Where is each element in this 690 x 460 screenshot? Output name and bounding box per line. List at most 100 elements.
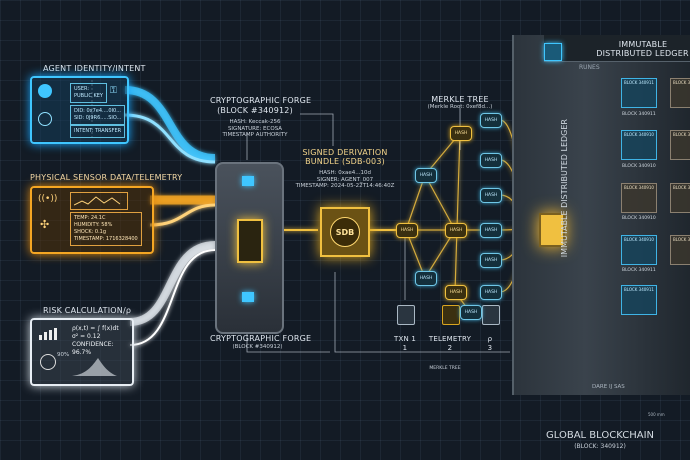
identity-stream xyxy=(124,86,216,162)
merkle-hash-node: HASH xyxy=(396,223,418,238)
risk-title: RISK CALCULATION/ρ xyxy=(43,306,132,315)
merkle-leaf-label: ρ xyxy=(487,335,493,343)
sid-value: SID: 0J9R6.....SIO... xyxy=(74,115,122,121)
merkle-hash-node: HASH xyxy=(415,168,437,183)
merkle-hash-node: HASH xyxy=(445,223,467,238)
ledger-block: BLOCK 340911 xyxy=(621,285,657,315)
variance-value: σ² = 0.12 xyxy=(72,333,101,340)
temp-value: TEMP: 24.1C xyxy=(74,215,106,221)
sdb-signer: SIGNER: AGENT_007 xyxy=(316,176,374,183)
merkle-title: MERKLE TREE xyxy=(431,95,489,104)
merkle-hash-node: HASH xyxy=(450,126,472,141)
merkle-leaf-index: 1 xyxy=(402,344,408,352)
chart-icon xyxy=(442,305,460,325)
forge-bottom-title: CRYPTOGRAPHIC FORGE xyxy=(210,334,312,343)
ledger-vertical-title: IMMUTABLE DISTRIBUTED LEDGER xyxy=(560,119,569,258)
merkle-bottom-label: MERKLE TREE xyxy=(429,366,461,371)
signal-icon: ((•)) xyxy=(38,194,58,204)
forge-title: CRYPTOGRAPHIC FORGE xyxy=(210,96,312,105)
forge-hash: HASH: Keccak-256 xyxy=(229,119,281,125)
risk-stream xyxy=(129,241,216,326)
ledger-base-text: DARE IJ SAS xyxy=(592,384,625,390)
shock-value: SHOCK: 0.1g xyxy=(74,229,107,235)
distribution-icon xyxy=(72,358,117,376)
merkle-hash-node: HASH xyxy=(480,113,502,128)
ledger-block: BLOCK 340910 xyxy=(621,130,657,160)
merkle-hash-node: HASH xyxy=(480,285,502,300)
agent-identity-panel: USER: PUBLIC KEY ⚿ DID: 0x7e4....0I0... … xyxy=(30,76,129,144)
sdb-timestamp: TIMESTAMP: 2024-05-22T14:46:40Z xyxy=(295,183,395,189)
ledger-block: BLOCK 340910 xyxy=(621,235,657,265)
global-blockchain-title: GLOBAL BLOCKCHAIN xyxy=(546,430,654,441)
merkle-hash-node: HASH xyxy=(460,305,482,320)
merkle-leaf-index: 3 xyxy=(487,344,493,352)
forge-authority: TIMESTAMP AUTHORITY xyxy=(222,132,288,138)
ledger-block: BLOCK 340911 xyxy=(670,78,690,108)
sdb-title-1: SIGNED DERIVATION xyxy=(302,148,388,157)
dimension-label: 500 mm xyxy=(648,412,665,417)
sdb-hash: HASH: 0xae4...10d xyxy=(319,170,371,176)
merkle-hash-node: HASH xyxy=(480,153,502,168)
user-label: USER: xyxy=(74,86,89,92)
pie-percent: 90% xyxy=(57,352,70,358)
forge-core-icon xyxy=(237,219,263,263)
sdb-emblem: SDB xyxy=(330,217,360,247)
merkle-edge xyxy=(424,174,456,231)
hash-node-icon xyxy=(482,305,500,325)
ledger-title-2: DISTRIBUTED LEDGER xyxy=(596,49,689,58)
ledger-title-1: IMMUTABLE xyxy=(618,40,668,49)
forge-light-icon xyxy=(242,292,254,302)
ledger-block-caption: BLOCK 340911 xyxy=(622,268,656,273)
ledger-block-caption: BLOCK 340910 xyxy=(622,164,656,169)
timestamp-value: TIMESTAMP: 1716328400 xyxy=(74,236,138,242)
ledger-block-caption: BLOCK 340911 xyxy=(622,112,656,117)
merkle-hash-node: HASH xyxy=(480,253,502,268)
ledger-block: BLOCK 340910 xyxy=(670,130,690,160)
merkle-edge xyxy=(424,229,456,279)
public-key-label: PUBLIC KEY xyxy=(74,93,103,99)
runes-label: RUNES xyxy=(579,64,600,71)
global-blockchain-block: (BLOCK: 340912) xyxy=(574,443,626,450)
key-icon: ⚿ xyxy=(110,86,117,96)
risk-formula: ρ(x,t) = ∫ f(x)dt xyxy=(72,325,119,332)
risk-panel: 90% ρ(x,t) = ∫ f(x)dt σ² = 0.12 CONFIDEN… xyxy=(30,318,134,386)
bar-chart-icon xyxy=(39,328,57,340)
merkle-leaf-label: TXN 1 xyxy=(394,335,416,343)
user-outline-icon xyxy=(38,112,52,126)
did-value: DID: 0x7e4....0I0... xyxy=(74,108,121,114)
waveform-icon xyxy=(70,192,128,210)
forge-signature: SIGNATURE: ECOSA xyxy=(227,125,283,132)
forge-bottom-block: (BLOCK #340912) xyxy=(232,344,283,350)
merkle-edge xyxy=(405,229,426,279)
cryptographic-forge-device xyxy=(215,162,284,334)
document-icon xyxy=(397,305,415,325)
merkle-edge xyxy=(454,132,461,293)
ledger-input-port xyxy=(539,213,565,247)
user-icon xyxy=(38,84,52,98)
sdb-title-2: BUNDLE (SDB-003) xyxy=(305,157,385,166)
intent-value: INTENT: TRANSFER xyxy=(70,125,126,138)
forge-light-icon xyxy=(242,176,254,186)
sensor-title: PHYSICAL SENSOR DATA/TELEMETRY xyxy=(30,173,183,182)
sdb-seal: SDB xyxy=(320,207,370,257)
humidity-value: HUMIDITY: 58% xyxy=(74,222,113,228)
ledger-block: BLOCK 340911 xyxy=(621,78,657,108)
merkle-hash-node: HASH xyxy=(480,188,502,203)
ledger-monolith: IMMUTABLE DISTRIBUTED LEDGER RUNES xyxy=(512,35,690,395)
ledger-block-caption: BLOCK 340910 xyxy=(622,216,656,221)
ledger-block: BLOCK 340911 xyxy=(670,235,690,265)
merkle-hash-node: HASH xyxy=(445,285,467,300)
sensor-panel: ((•)) ✣ TEMP: 24.1C HUMIDITY: 58% SHOCK:… xyxy=(30,186,154,254)
ledger-emblem-icon xyxy=(544,43,562,61)
merkle-leaf-index: 2 xyxy=(447,344,453,352)
ledger-block: BLOCK 340910 xyxy=(621,183,657,213)
satellite-icon: ✣ xyxy=(40,218,50,231)
merkle-edge xyxy=(405,174,426,231)
forge-block: (BLOCK #340912) xyxy=(217,106,293,115)
pie-chart-icon xyxy=(40,354,56,370)
merkle-root: (Merkle Root: 0xef8d...) xyxy=(427,104,493,110)
merkle-leaf-label: TELEMETRY xyxy=(428,335,472,343)
agent-identity-title: AGENT IDENTITY/INTENT xyxy=(43,64,146,73)
ledger-block: BLOCK 340910 xyxy=(670,183,690,213)
merkle-hash-node: HASH xyxy=(480,223,502,238)
